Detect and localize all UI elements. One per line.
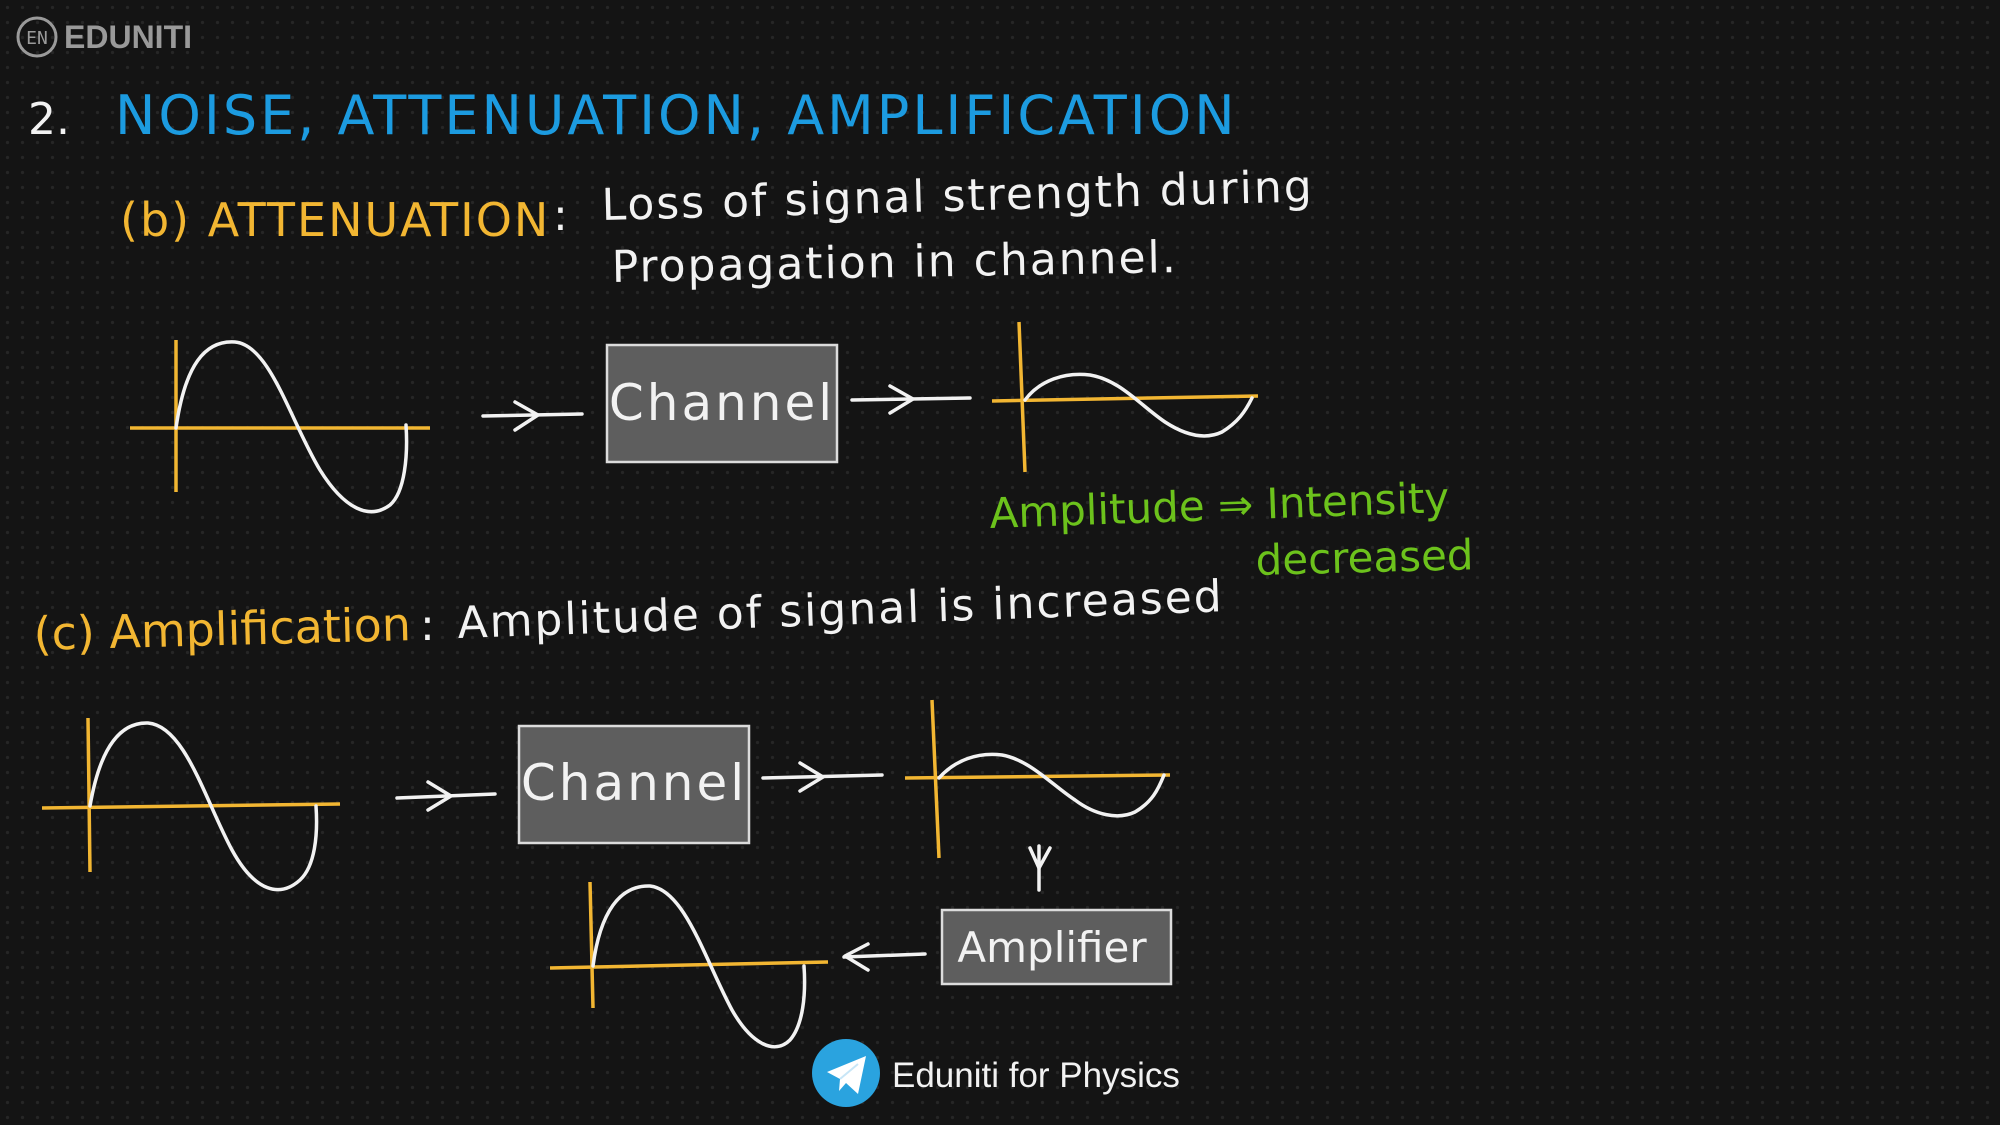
output-wave-x-axis — [991, 394, 1259, 403]
attenuation-effect-line2: decreased — [1255, 530, 1474, 585]
attenuation-arrow-in — [481, 400, 584, 432]
amplification-label: (c) Amplification — [33, 597, 412, 661]
amp-output-y-axis — [588, 881, 595, 1009]
amp-input-x-axis — [41, 802, 341, 810]
attenuation-definition-line1: Loss of signal strength during — [601, 161, 1314, 231]
amplification-input-wave — [41, 717, 341, 892]
amplification-channel-label: Channel — [521, 754, 747, 812]
attenuation-output-wave — [991, 321, 1259, 473]
amplification-output-wave — [549, 881, 829, 1049]
heading-number: 2. — [28, 94, 70, 145]
amplification-arrow-out — [761, 761, 884, 793]
amplification-arrow-in — [395, 780, 497, 812]
attenuated-sine-curve — [1023, 372, 1254, 438]
attenuation-label: (b) ATTENUATION — [120, 193, 550, 247]
attenuation-input-wave — [130, 340, 430, 514]
weak-wave-x-axis — [904, 773, 1171, 780]
attenuation-channel-box: Channel — [605, 343, 839, 464]
amp-input-sine-curve — [88, 721, 319, 892]
amplification-separator: : — [420, 600, 435, 651]
attenuation-effect-line1: Amplitude ⇒ Intensity — [989, 473, 1450, 538]
footer-telegram[interactable]: Eduniti for Physics — [812, 1039, 1180, 1107]
amp-input-y-axis — [86, 717, 92, 873]
logo-badge-icon — [16, 16, 58, 58]
attenuation-channel-label: Channel — [609, 374, 835, 432]
attenuation-definition-line2: Propagation in channel. — [611, 232, 1178, 293]
amplification-channel-box: Channel — [517, 724, 751, 845]
weak-wave-y-axis — [930, 699, 941, 859]
amp-output-x-axis — [549, 960, 829, 970]
amplification-arrow-out-left — [842, 942, 927, 972]
eduniti-logo: EN EDUNITI — [16, 16, 192, 58]
amplified-sine-curve — [591, 884, 807, 1049]
output-wave-y-axis — [1017, 321, 1027, 473]
attenuation-separator: : — [553, 190, 568, 241]
footer-channel-name[interactable]: Eduniti for Physics — [892, 1056, 1180, 1095]
page-title: NOISE, ATTENUATION, AMPLIFICATION — [115, 84, 1238, 147]
attenuation-arrow-out — [850, 384, 972, 415]
logo-badge-text: EN — [26, 28, 48, 49]
amplification-definition: Amplitude of signal is increased — [457, 571, 1225, 649]
amplifier-box: Amplifier — [940, 908, 1173, 986]
input-sine-curve — [174, 340, 409, 514]
weak-sine-curve — [937, 752, 1166, 818]
amplification-weak-wave — [904, 699, 1171, 859]
logo-name: EDUNITI — [64, 19, 192, 55]
amplification-arrow-down — [1028, 844, 1052, 892]
amplifier-label: Amplifier — [957, 923, 1147, 972]
